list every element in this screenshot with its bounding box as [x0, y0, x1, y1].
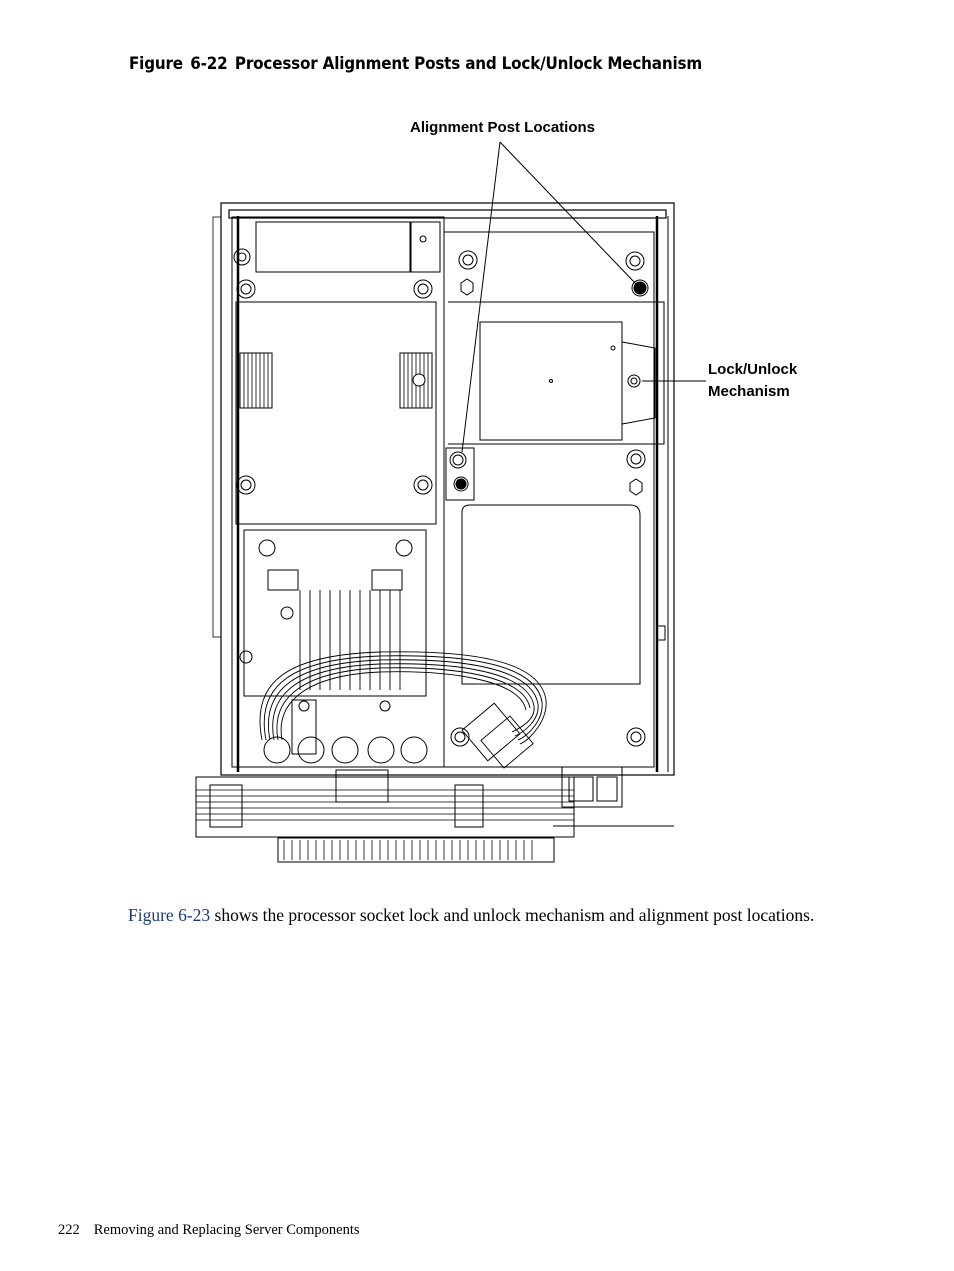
callout-lock-unlock-line2: Mechanism	[708, 383, 790, 400]
lock-unlock-screw	[627, 374, 641, 388]
callout-lock-unlock-line1: Lock/Unlock	[708, 361, 798, 378]
figure-cross-reference-link[interactable]: Figure 6-23	[128, 905, 211, 925]
callout-leader-lines	[461, 141, 706, 453]
cable-bundle	[259, 651, 547, 769]
left-module	[231, 216, 445, 768]
alignment-post-center	[455, 478, 467, 490]
page-number: 222	[58, 1222, 80, 1238]
body-paragraph-text: shows the processor socket lock and unlo…	[210, 905, 815, 925]
page-footer: 222 Removing and Replacing Server Compone…	[58, 1222, 360, 1239]
alignment-post-top-right	[633, 281, 647, 295]
figure-number: 6-22	[190, 54, 228, 73]
figure-label: Figure	[129, 54, 183, 73]
chassis-outline	[212, 202, 675, 776]
figure-title: Processor Alignment Posts and Lock/Unloc…	[234, 54, 703, 73]
figure-caption: Figure 6-22 Processor Alignment Posts and …	[129, 54, 709, 73]
right-socket-area	[443, 231, 666, 768]
bottom-harness	[195, 766, 674, 863]
footer-section-title: Removing and Replacing Server Components	[93, 1222, 360, 1238]
callout-alignment-posts: Alignment Post Locations	[410, 119, 596, 136]
body-paragraph: Figure 6-23 shows the processor socket l…	[128, 905, 908, 926]
